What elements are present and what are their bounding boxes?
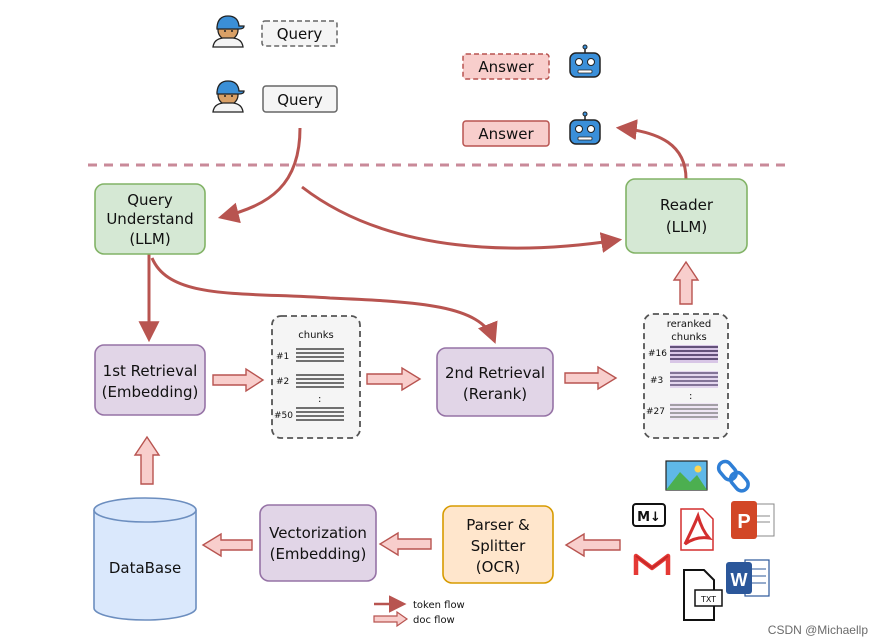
doc-flow-arrow-left xyxy=(201,532,253,558)
reader-line1: Reader xyxy=(660,196,714,214)
database-label: DataBase xyxy=(109,559,181,577)
answer-label: Answer xyxy=(478,58,534,76)
query-box: Query xyxy=(262,85,338,113)
gmail-icon xyxy=(633,553,671,575)
chunk-id: #2 xyxy=(276,377,289,387)
chunk-id: #50 xyxy=(274,411,293,421)
doc-flow-arrow-up xyxy=(672,260,700,305)
parser-line1: Parser & xyxy=(466,516,530,534)
txt-file-icon: TXT xyxy=(683,569,723,621)
markdown-icon: M↓ xyxy=(632,503,666,527)
answer-box-dashed: Answer xyxy=(462,53,550,80)
legend: token flow doc flow xyxy=(373,595,465,628)
reranked-chunks-panel: reranked chunks #16 #3 : #27 xyxy=(643,313,729,439)
chunk-lines xyxy=(296,407,344,421)
doc-flow-arrow-left xyxy=(378,531,432,557)
watermark: CSDN @Michaellp xyxy=(768,623,869,637)
first-retrieval-box: 1st Retrieval (Embedding) xyxy=(94,344,206,416)
database-cylinder: DataBase xyxy=(93,497,197,621)
reranked-chunk-lines xyxy=(670,346,718,360)
query-box-dashed: Query xyxy=(261,20,338,47)
markdown-glyph: M↓ xyxy=(637,510,661,525)
query-to-understand-arrow xyxy=(217,127,302,224)
doc-flow-arrow-left xyxy=(564,532,621,558)
second-retrieval-line2: (Rerank) xyxy=(463,385,527,403)
image-file-icon xyxy=(665,460,708,491)
second-retrieval-box: 2nd Retrieval (Rerank) xyxy=(436,347,554,417)
robot-icon xyxy=(569,44,601,78)
query-label: Query xyxy=(277,25,323,43)
reranked-chunk-lines xyxy=(670,372,718,386)
chunks-panel: chunks #1 #2 : #50 xyxy=(271,315,361,439)
powerpoint-icon: P xyxy=(731,501,775,539)
vectorization-box: Vectorization (Embedding) xyxy=(259,504,377,582)
reranked-chunk-lines xyxy=(670,404,718,418)
reranked-chunk-id: #27 xyxy=(646,407,665,417)
query-understand-line1: Query xyxy=(127,191,173,209)
vectorization-line1: Vectorization xyxy=(269,524,367,542)
pdf-icon xyxy=(680,508,714,551)
parser-line3: (OCR) xyxy=(476,558,520,576)
reader-box: Reader (LLM) xyxy=(625,178,748,254)
link-icon xyxy=(716,459,750,493)
query-understand-line2: Understand xyxy=(106,210,193,228)
query-to-reader-arrow xyxy=(301,185,623,253)
legend-doc-swatch xyxy=(373,610,409,628)
reranked-ellipsis: : xyxy=(689,391,692,402)
doc-flow-arrow-up xyxy=(133,435,161,485)
user-icon xyxy=(212,15,245,48)
first-retrieval-line2: (Embedding) xyxy=(102,383,199,401)
second-retrieval-line1: 2nd Retrieval xyxy=(445,364,545,382)
doc-flow-arrow-right xyxy=(564,365,618,391)
vectorization-line2: (Embedding) xyxy=(270,545,367,563)
reader-to-answer-arrow xyxy=(615,119,688,180)
reranked-title-line2: chunks xyxy=(671,332,707,343)
reranked-chunk-id: #16 xyxy=(648,349,667,359)
powerpoint-glyph: P xyxy=(737,511,750,533)
parser-line2: Splitter xyxy=(471,537,526,555)
chunk-lines xyxy=(296,348,344,362)
query-understand-box: Query Understand (LLM) xyxy=(94,183,206,255)
legend-doc-label: doc flow xyxy=(413,615,455,626)
word-glyph: W xyxy=(731,570,748,590)
reranked-chunk-id: #3 xyxy=(650,376,663,386)
query-label: Query xyxy=(277,91,323,109)
doc-flow-arrow-right xyxy=(366,366,422,392)
answer-box: Answer xyxy=(462,120,550,147)
chunk-id: #1 xyxy=(276,352,289,362)
user-icon xyxy=(212,80,245,113)
doc-flow-arrow-right xyxy=(212,367,265,393)
answer-label: Answer xyxy=(478,125,534,143)
txt-glyph: TXT xyxy=(700,595,716,604)
chunk-ellipsis: : xyxy=(318,394,321,405)
reader-line2: (LLM) xyxy=(666,218,707,236)
word-icon: W xyxy=(726,559,770,597)
chunk-lines xyxy=(296,374,344,388)
robot-icon xyxy=(569,111,601,145)
legend-token-label: token flow xyxy=(413,600,465,611)
chunks-title: chunks xyxy=(298,330,334,341)
reranked-title-line1: reranked xyxy=(667,319,712,330)
parser-splitter-box: Parser & Splitter (OCR) xyxy=(442,505,554,584)
understand-to-second-retrieval-arrow xyxy=(150,257,498,344)
query-understand-line3: (LLM) xyxy=(129,230,170,248)
first-retrieval-line1: 1st Retrieval xyxy=(103,362,198,380)
